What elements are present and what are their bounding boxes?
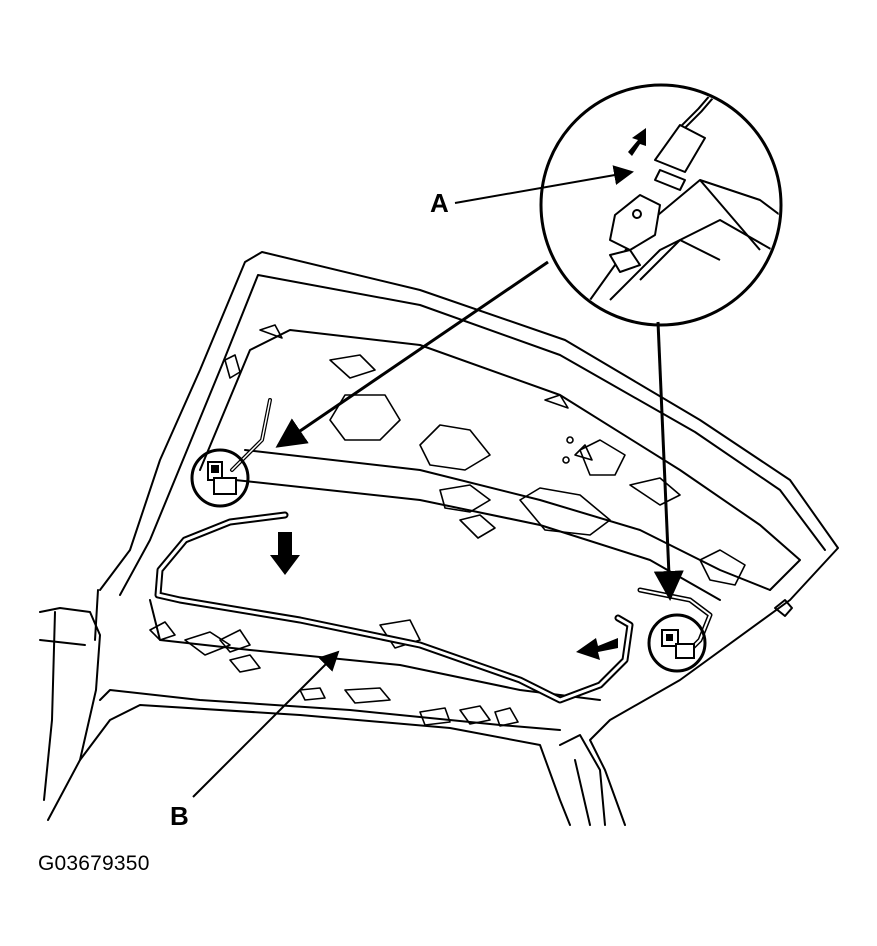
- callout-a-leader: [454, 165, 634, 204]
- callout-label-a: A: [430, 188, 449, 218]
- panel-cutouts: [149, 324, 746, 727]
- figure-id: G03679350: [38, 852, 150, 875]
- right-connector-circle-icon: [647, 613, 707, 673]
- leader-lines: [275, 260, 684, 601]
- direction-arrow-icon: [270, 532, 618, 660]
- harness-b: [154, 398, 713, 704]
- left-connector-circle-icon: [190, 448, 250, 508]
- callout-b-leader: [192, 650, 340, 798]
- direction-arrow-icon: [628, 128, 646, 156]
- detail-magnifier-icon: [539, 83, 783, 327]
- callout-label-b: B: [170, 801, 189, 831]
